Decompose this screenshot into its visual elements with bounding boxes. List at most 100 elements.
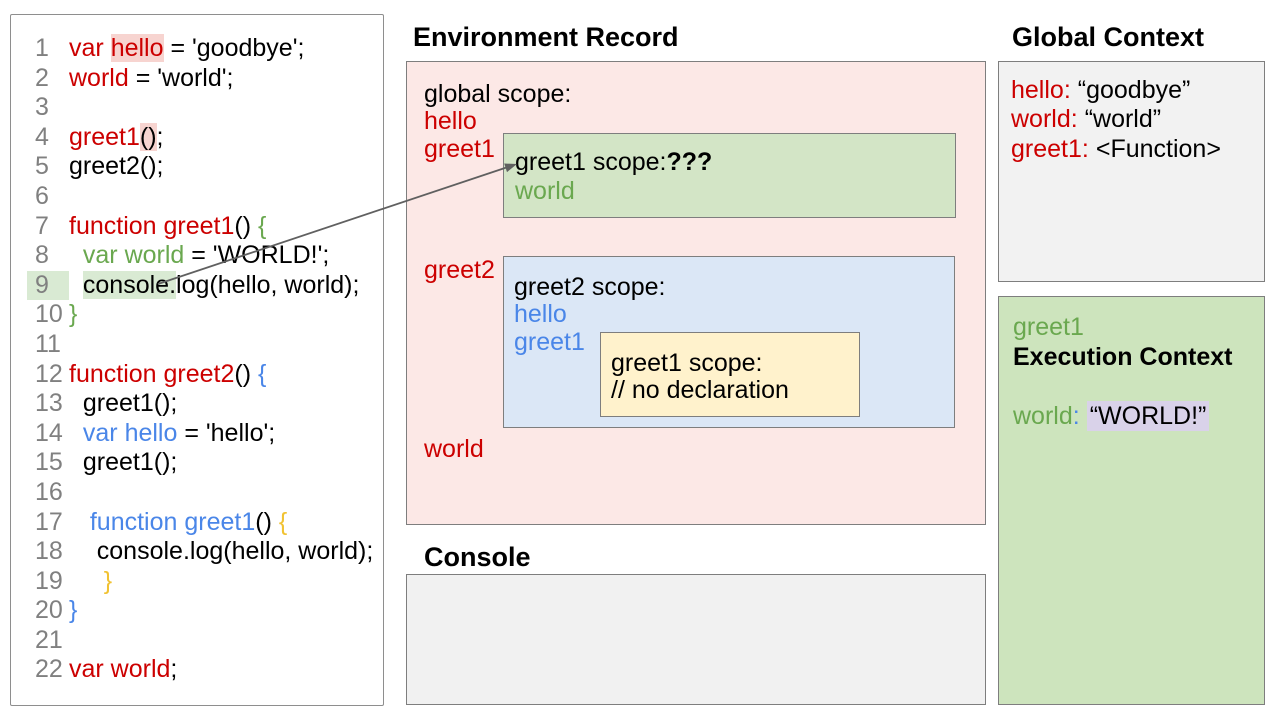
greet1-scope-var-world: world bbox=[515, 177, 575, 205]
code-token: log(hello, world); bbox=[176, 270, 360, 299]
code-token: var world bbox=[69, 655, 171, 684]
code-token: ; bbox=[156, 122, 164, 151]
line-number: 14 bbox=[35, 418, 63, 447]
greet1-scope-question-marks: ??? bbox=[666, 148, 713, 176]
global-context-entry-hello: hello:“goodbye” bbox=[1011, 76, 1190, 104]
line-number: 9 bbox=[27, 270, 69, 301]
code-line-21: 21 bbox=[11, 626, 383, 656]
line-number: 15 bbox=[35, 448, 63, 477]
greet2-scope-var-hello: hello bbox=[514, 300, 567, 328]
greet1-scope-box bbox=[503, 133, 956, 218]
line-number: 1 bbox=[35, 34, 49, 62]
code-token: greet1(); bbox=[69, 389, 178, 418]
code-line-18: 18 console.log(hello, world); bbox=[11, 537, 383, 567]
line-number: 2 bbox=[35, 63, 49, 92]
code-line-13: 13 greet1(); bbox=[11, 389, 383, 419]
code-token: } bbox=[69, 596, 78, 625]
code-token: } bbox=[69, 566, 113, 595]
code-token: } bbox=[69, 300, 78, 329]
console-output-box bbox=[406, 574, 986, 705]
code-token: = 'WORLD!'; bbox=[184, 241, 330, 270]
entry-value: <Function> bbox=[1095, 135, 1221, 163]
code-token: { bbox=[258, 211, 267, 240]
code-line-4: 4 greet1(); bbox=[11, 122, 383, 153]
entry-name: world bbox=[1013, 402, 1073, 430]
code-line-6: 6 bbox=[11, 182, 383, 212]
global-context-box bbox=[998, 61, 1265, 282]
global-scope-var-greet1: greet1 bbox=[424, 135, 495, 163]
global-context-entry-world: world:“world” bbox=[1011, 105, 1161, 133]
line-number: 6 bbox=[35, 181, 49, 210]
code-token: world bbox=[69, 63, 129, 92]
code-token: { bbox=[278, 507, 288, 536]
entry-value: “goodbye” bbox=[1077, 76, 1191, 104]
code-line-14: 14 var hello = 'hello'; bbox=[11, 419, 383, 449]
code-token: function greet1 bbox=[89, 507, 256, 536]
code-token: = 'hello'; bbox=[177, 418, 276, 447]
greet1-inner-scope-box bbox=[600, 332, 860, 417]
entry-name: greet1: bbox=[1011, 135, 1089, 163]
code-token: ; bbox=[170, 655, 178, 684]
greet2-scope-label: greet2 scope: bbox=[514, 273, 666, 301]
line-number: 12 bbox=[35, 359, 63, 388]
code-token: () bbox=[139, 122, 157, 151]
code-line-8: 8 var world = 'WORLD!'; bbox=[11, 241, 383, 271]
line-number: 10 bbox=[35, 300, 63, 329]
entry-name: world: bbox=[1011, 105, 1078, 133]
global-scope-var-hello: hello bbox=[424, 107, 477, 135]
code-token bbox=[69, 508, 90, 536]
line-number: 22 bbox=[35, 655, 63, 684]
code-line-16: 16 bbox=[11, 478, 383, 508]
global-scope-label: global scope: bbox=[424, 80, 572, 108]
code-token: greet1 bbox=[69, 122, 140, 151]
code-line-15: 15 greet1(); bbox=[11, 448, 383, 478]
global-context-title: Global Context bbox=[1012, 22, 1205, 52]
line-number: 21 bbox=[35, 625, 63, 654]
code-line-11: 11 bbox=[11, 330, 383, 360]
code-line-3: 3 bbox=[11, 93, 383, 123]
line-number: 3 bbox=[35, 93, 49, 122]
code-token: var world bbox=[69, 241, 185, 270]
code-token: hello bbox=[110, 34, 164, 62]
global-scope-var-world: world bbox=[424, 435, 484, 463]
code-token: greet2(); bbox=[69, 152, 164, 181]
code-token: greet1(); bbox=[69, 448, 178, 477]
line-number: 11 bbox=[35, 329, 61, 358]
line-number: 16 bbox=[35, 477, 63, 506]
execution-context-world-entry: world:“WORLD!” bbox=[1013, 401, 1210, 431]
line-number: 20 bbox=[35, 596, 63, 625]
code-token: = 'world'; bbox=[128, 63, 234, 92]
greet1-scope-label-text: greet1 scope: bbox=[515, 148, 667, 176]
greet1-inner-scope-comment: // no declaration bbox=[611, 376, 789, 404]
greet2-scope-var-greet1: greet1 bbox=[514, 328, 585, 356]
code-token: { bbox=[258, 359, 267, 388]
code-line-10: 10} bbox=[11, 300, 383, 330]
code-line-19: 19 } bbox=[11, 567, 383, 597]
code-token: console.log(hello, world); bbox=[69, 537, 374, 566]
code-token: () bbox=[255, 507, 279, 536]
line-number: 4 bbox=[35, 122, 49, 151]
code-line-2: 2 world = 'world'; bbox=[11, 64, 383, 94]
global-context-entry-greet1: greet1:<Function> bbox=[1011, 135, 1221, 163]
code-line-20: 20} bbox=[11, 596, 383, 626]
execution-context-func-name: greet1 bbox=[1013, 313, 1084, 341]
entry-value: “world” bbox=[1084, 105, 1162, 133]
code-token: function greet1 bbox=[69, 211, 235, 240]
line-number: 19 bbox=[35, 566, 63, 595]
global-scope-var-greet2: greet2 bbox=[424, 256, 495, 284]
line-number: 18 bbox=[35, 537, 63, 566]
line-number: 5 bbox=[35, 152, 49, 181]
code-token bbox=[69, 271, 83, 299]
code-token: function greet2 bbox=[69, 359, 235, 388]
execution-context-box bbox=[998, 296, 1265, 705]
code-token: console. bbox=[82, 270, 177, 299]
code-line-17: 17 function greet1() { bbox=[11, 508, 383, 538]
line-number: 17 bbox=[35, 507, 63, 536]
entry-value-highlighted: “WORLD!” bbox=[1086, 401, 1210, 431]
code-line-9: 9 console.log(hello, world); bbox=[11, 270, 383, 301]
